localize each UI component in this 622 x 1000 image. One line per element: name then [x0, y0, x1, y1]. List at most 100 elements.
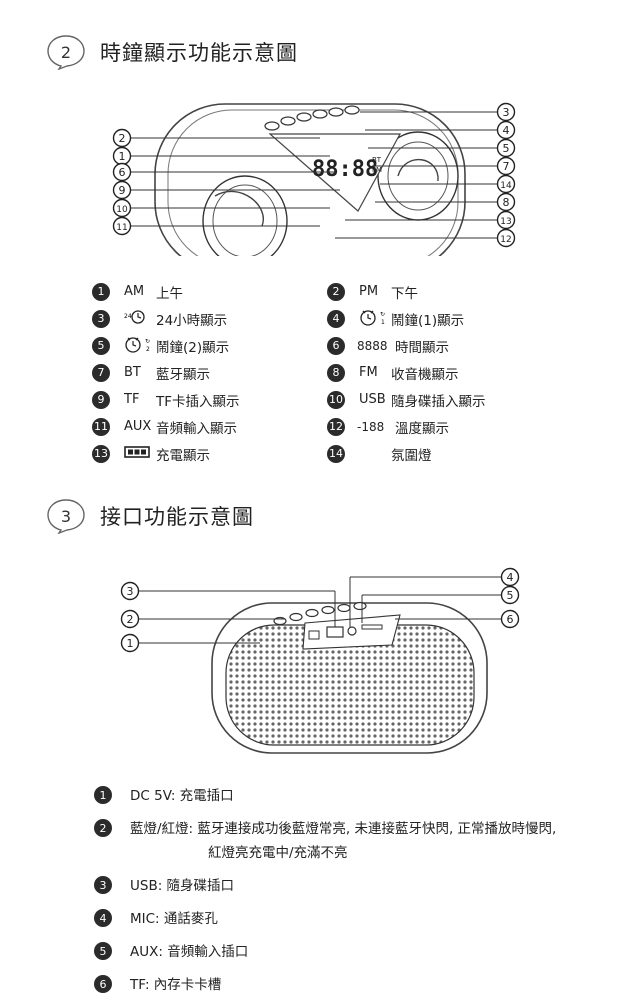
section-title: 接口功能示意圖	[100, 505, 254, 529]
callout-6: 6	[500, 609, 520, 629]
alarm-2-icon: ↻2	[124, 335, 154, 353]
legend-code	[110, 445, 156, 463]
callout-3: 3	[496, 102, 516, 122]
legend-number: 4	[94, 909, 112, 927]
legend-code: BT	[124, 365, 141, 380]
port-legend-line: 藍燈/紅燈: 藍牙連接成功後藍燈常亮, 未連接藍牙快閃, 正常播放時慢閃,	[130, 821, 557, 837]
port-legend-line: MIC: 通話麥孔	[130, 911, 218, 927]
callout-14: 14	[496, 174, 516, 194]
legend-desc: TF卡插入顯示	[156, 393, 240, 410]
legend-code: 8888	[357, 338, 388, 353]
callout-5: 5	[500, 585, 520, 605]
port-legend-line: TF: 內存卡卡槽	[130, 977, 222, 993]
legend-number: 12	[327, 417, 345, 436]
callout-13: 13	[496, 210, 516, 230]
port-legend-text: 藍燈/紅燈: 藍牙連接成功後藍燈常亮, 未連接藍牙快閃, 正常播放時慢閃, 紅燈亮…	[112, 819, 556, 863]
svg-text:9: 9	[119, 184, 126, 197]
legend-item: 8 FM 收音機顯示	[327, 363, 562, 383]
port-legend-line2: 紅燈亮充電中/充滿不亮	[208, 845, 348, 861]
display-bt: BT	[372, 156, 382, 164]
callout-9: 9	[112, 180, 132, 200]
legend-code: PM	[359, 284, 379, 299]
svg-text:5: 5	[507, 589, 514, 602]
port-legend-line: AUX: 音頻輸入插口	[130, 944, 249, 960]
svg-text:3: 3	[503, 106, 510, 119]
speech-bubble-icon: 2	[46, 34, 86, 71]
legend-desc: 收音機顯示	[391, 366, 459, 383]
speech-bubble-icon: 3	[46, 498, 86, 535]
legend-number: 3	[94, 876, 112, 894]
24h-clock-icon: 24	[124, 309, 146, 325]
svg-text:14: 14	[500, 181, 512, 191]
callout-11: 11	[112, 216, 132, 236]
display-digits: 88:88	[312, 157, 378, 182]
svg-text:8: 8	[503, 196, 510, 209]
legend-desc: 溫度顯示	[395, 420, 449, 437]
svg-text:6: 6	[507, 613, 514, 626]
legend-desc: 上午	[156, 285, 183, 302]
callout-5: 5	[496, 138, 516, 158]
svg-text:↻: ↻	[380, 311, 385, 318]
legend-item: 14 氛圍燈	[327, 444, 562, 464]
svg-text:2: 2	[119, 132, 126, 145]
svg-text:11: 11	[116, 223, 127, 233]
legend-number: 2	[94, 819, 112, 837]
legend-desc: 鬧鐘(1)顯示	[391, 312, 465, 329]
port-legend-text: AUX: 音頻輸入插口	[112, 942, 248, 962]
legend-desc: 隨身碟插入顯示	[391, 393, 486, 410]
svg-text:4: 4	[503, 124, 510, 137]
svg-text:1: 1	[127, 637, 134, 650]
legend-number: 11	[92, 417, 110, 436]
legend-desc: 鬧鐘(2)顯示	[156, 339, 230, 356]
legend-desc: 24小時顯示	[156, 312, 228, 329]
battery-icon	[124, 445, 152, 459]
legend-number: 6	[327, 336, 345, 355]
svg-text:13: 13	[500, 217, 511, 227]
port-legend-text: TF: 內存卡卡槽	[112, 975, 221, 995]
callout-4: 4	[496, 120, 516, 140]
callout-2: 2	[120, 609, 140, 629]
svg-text:7: 7	[503, 160, 510, 173]
section-heading-ports: 3 接口功能示意圖	[46, 498, 254, 535]
callout-1: 1	[112, 146, 132, 166]
legend-number: 10	[327, 390, 345, 409]
section-number: 3	[60, 506, 72, 526]
legend-desc: 充電顯示	[156, 447, 210, 464]
port-legend-item: 4 MIC: 通話麥孔	[94, 909, 614, 929]
svg-text:10: 10	[116, 205, 128, 215]
legend-number: 14	[327, 444, 345, 463]
port-legend-item: 6 TF: 內存卡卡槽	[94, 975, 614, 995]
section-heading-clock: 2 時鐘顯示功能示意圖	[46, 34, 298, 71]
svg-text:12: 12	[500, 235, 511, 245]
section-number: 2	[60, 42, 72, 62]
display-fm: FM	[372, 166, 382, 174]
legend-number: 8	[327, 363, 345, 382]
legend-code: FM	[359, 365, 378, 380]
legend-number: 5	[92, 336, 110, 355]
legend-desc: 氛圍燈	[391, 447, 432, 464]
legend-code: ↻2	[110, 335, 156, 357]
svg-text:6: 6	[119, 166, 126, 179]
legend-number: 1	[94, 786, 112, 804]
legend-number: 6	[94, 975, 112, 993]
port-legend-line: USB: 隨身碟插口	[130, 878, 235, 894]
svg-text:5: 5	[503, 142, 510, 155]
callout-7: 7	[496, 156, 516, 176]
